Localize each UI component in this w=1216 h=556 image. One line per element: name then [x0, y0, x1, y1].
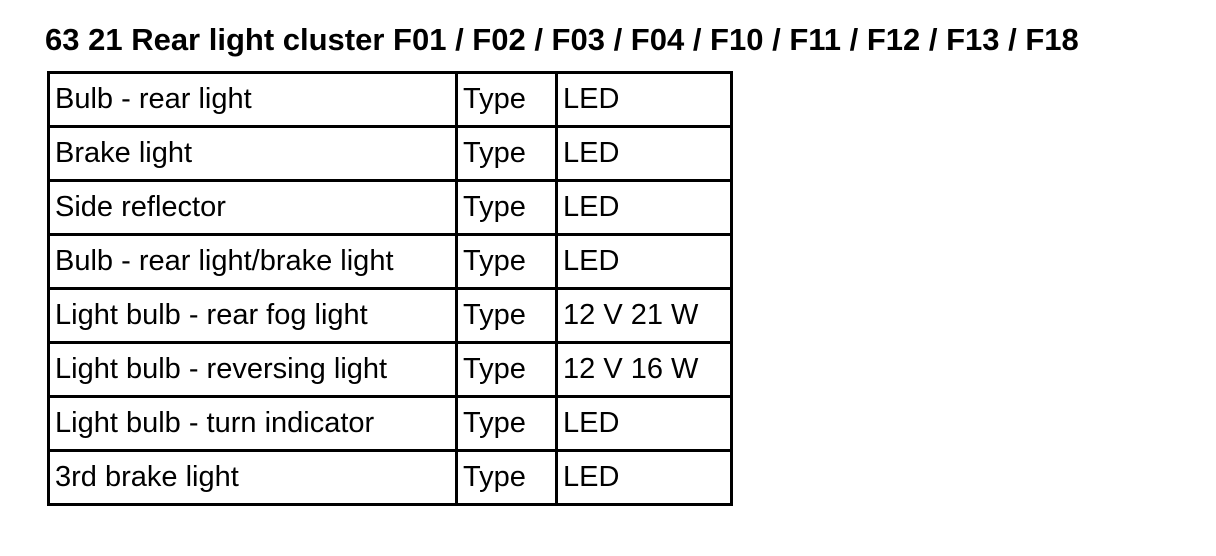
table-row: Light bulb - turn indicator Type LED	[47, 395, 733, 452]
label-cell: 3rd brake light	[47, 449, 458, 506]
label-cell: Brake light	[47, 125, 458, 182]
type-cell: Type	[455, 449, 558, 506]
type-cell: Type	[455, 287, 558, 344]
label-cell: Bulb - rear light	[47, 71, 458, 128]
table-row: Bulb - rear light Type LED	[47, 71, 733, 128]
table-row: Light bulb - rear fog light Type 12 V 21…	[47, 287, 733, 344]
label-cell: Light bulb - rear fog light	[47, 287, 458, 344]
label-cell: Side reflector	[47, 179, 458, 236]
value-cell: LED	[555, 449, 733, 506]
value-cell: 12 V 21 W	[555, 287, 733, 344]
table-row: 3rd brake light Type LED	[47, 449, 733, 506]
label-cell: Bulb - rear light/brake light	[47, 233, 458, 290]
type-cell: Type	[455, 71, 558, 128]
table-row: Brake light Type LED	[47, 125, 733, 182]
value-cell: LED	[555, 125, 733, 182]
type-cell: Type	[455, 395, 558, 452]
table-row: Light bulb - reversing light Type 12 V 1…	[47, 341, 733, 398]
value-cell: LED	[555, 71, 733, 128]
page-title: 63 21 Rear light cluster F01 / F02 / F03…	[45, 22, 1079, 57]
label-cell: Light bulb - reversing light	[47, 341, 458, 398]
table-row: Side reflector Type LED	[47, 179, 733, 236]
value-cell: LED	[555, 395, 733, 452]
label-cell: Light bulb - turn indicator	[47, 395, 458, 452]
spec-table: Bulb - rear light Type LED Brake light T…	[47, 71, 733, 506]
value-cell: 12 V 16 W	[555, 341, 733, 398]
value-cell: LED	[555, 179, 733, 236]
type-cell: Type	[455, 179, 558, 236]
value-cell: LED	[555, 233, 733, 290]
type-cell: Type	[455, 125, 558, 182]
table-row: Bulb - rear light/brake light Type LED	[47, 233, 733, 290]
type-cell: Type	[455, 233, 558, 290]
type-cell: Type	[455, 341, 558, 398]
